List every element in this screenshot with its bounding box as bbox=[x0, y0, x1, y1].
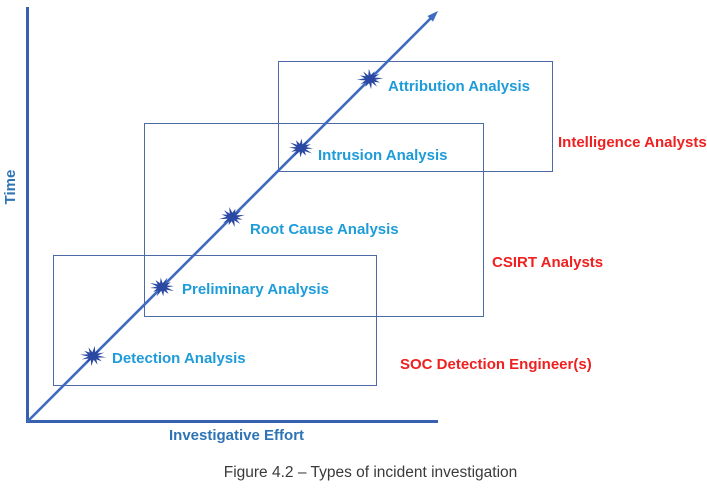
y-axis-label: Time bbox=[2, 169, 19, 205]
role-label-intelligence: Intelligence Analysts bbox=[558, 134, 707, 151]
milestone-label-intrusion: Intrusion Analysis bbox=[318, 147, 448, 164]
role-label-soc-detection: SOC Detection Engineer(s) bbox=[400, 356, 592, 373]
burst-marker-attribution bbox=[355, 67, 385, 91]
group-box-intelligence bbox=[278, 61, 553, 172]
x-axis-line bbox=[26, 420, 438, 423]
burst-marker-root-cause bbox=[216, 204, 248, 230]
milestone-label-preliminary: Preliminary Analysis bbox=[182, 281, 330, 298]
x-axis-label: Investigative Effort bbox=[169, 427, 305, 444]
milestone-label-detection: Detection Analysis bbox=[112, 350, 246, 367]
milestone-label-root-cause: Root Cause Analysis bbox=[250, 221, 399, 238]
arrow-head bbox=[427, 11, 438, 22]
group-box-soc-detection bbox=[53, 255, 377, 386]
role-label-csirt: CSIRT Analysts bbox=[492, 254, 604, 271]
figure-caption: Figure 4.2 – Types of incident investiga… bbox=[223, 464, 518, 481]
burst-marker-preliminary bbox=[144, 273, 180, 301]
burst-marker-intrusion bbox=[282, 133, 320, 163]
burst-marker-detection bbox=[78, 344, 108, 368]
group-box-csirt bbox=[144, 123, 484, 317]
milestone-label-attribution: Attribution Analysis bbox=[388, 78, 530, 95]
y-axis-line bbox=[26, 7, 29, 423]
